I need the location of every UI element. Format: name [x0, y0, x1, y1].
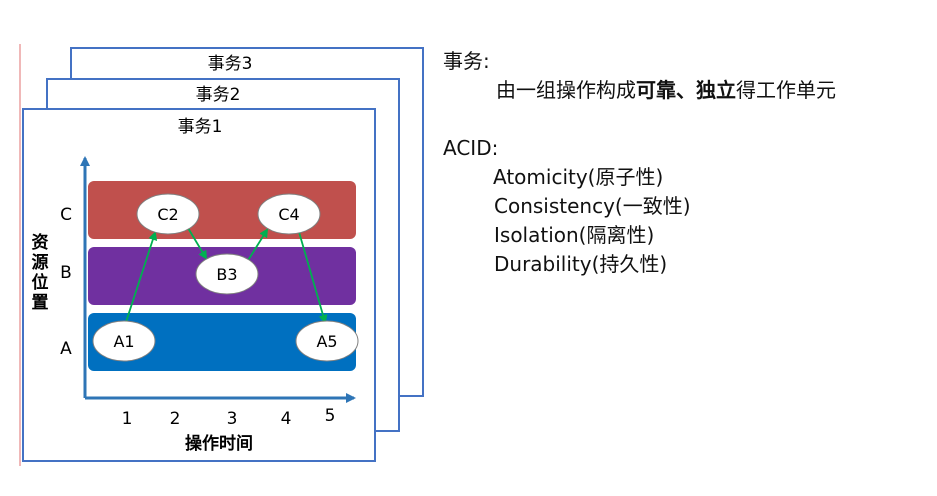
- x-tick-3: 3: [227, 409, 238, 429]
- y-axis-label-char-3: 位: [32, 272, 49, 293]
- notes-desc-pre: 由一组操作构成: [496, 78, 636, 102]
- row-label-b: B: [60, 263, 72, 283]
- y-axis-label-char-2: 源: [32, 252, 49, 273]
- acid-durability: Durability(持久性): [494, 252, 668, 276]
- acid-isolation: Isolation(隔离性): [494, 223, 655, 247]
- node-a1-label: A1: [113, 332, 134, 351]
- node-c2-label: C2: [157, 205, 178, 224]
- node-c2: C2: [136, 193, 200, 235]
- row-label-a: A: [60, 339, 72, 359]
- flow-arrow-c2-b3: [187, 227, 208, 260]
- acid-atomicity: Atomicity(原子性): [493, 165, 664, 189]
- x-tick-1: 1: [122, 409, 133, 429]
- node-c4-label: C4: [278, 205, 299, 224]
- frame-title-transaction-1: 事务1: [178, 117, 223, 137]
- y-axis-label-char-4: 置: [32, 293, 49, 313]
- x-tick-5: 5: [325, 406, 336, 426]
- node-a5: A5: [295, 320, 359, 362]
- flow-arrow-b3-c4: [246, 228, 269, 263]
- y-axis-label-char-1: 资: [32, 232, 49, 253]
- row-label-c: C: [60, 205, 72, 225]
- node-b3: B3: [195, 253, 259, 295]
- node-a5-label: A5: [316, 332, 337, 351]
- acid-title: ACID:: [443, 136, 499, 160]
- x-tick-2: 2: [170, 409, 181, 429]
- frame-title-transaction-2: 事务2: [196, 85, 241, 105]
- node-b3-label: B3: [216, 265, 237, 284]
- x-axis-label: 操作时间: [185, 433, 253, 454]
- notes-desc-bold: 可靠、独立: [636, 78, 736, 102]
- acid-consistency: Consistency(一致性): [494, 194, 691, 218]
- notes-description: 由一组操作构成可靠、独立得工作单元: [496, 80, 836, 100]
- flow-arrow-c4-a5: [298, 231, 328, 324]
- band-a: [88, 313, 356, 371]
- notes-title: 事务:: [443, 49, 490, 73]
- node-c4: C4: [257, 193, 321, 235]
- node-a1: A1: [92, 320, 156, 362]
- frame-title-transaction-3: 事务3: [208, 54, 253, 74]
- flow-arrow-a1-c2: [125, 231, 158, 323]
- x-tick-4: 4: [281, 409, 292, 429]
- notes-desc-post: 得工作单元: [736, 78, 836, 102]
